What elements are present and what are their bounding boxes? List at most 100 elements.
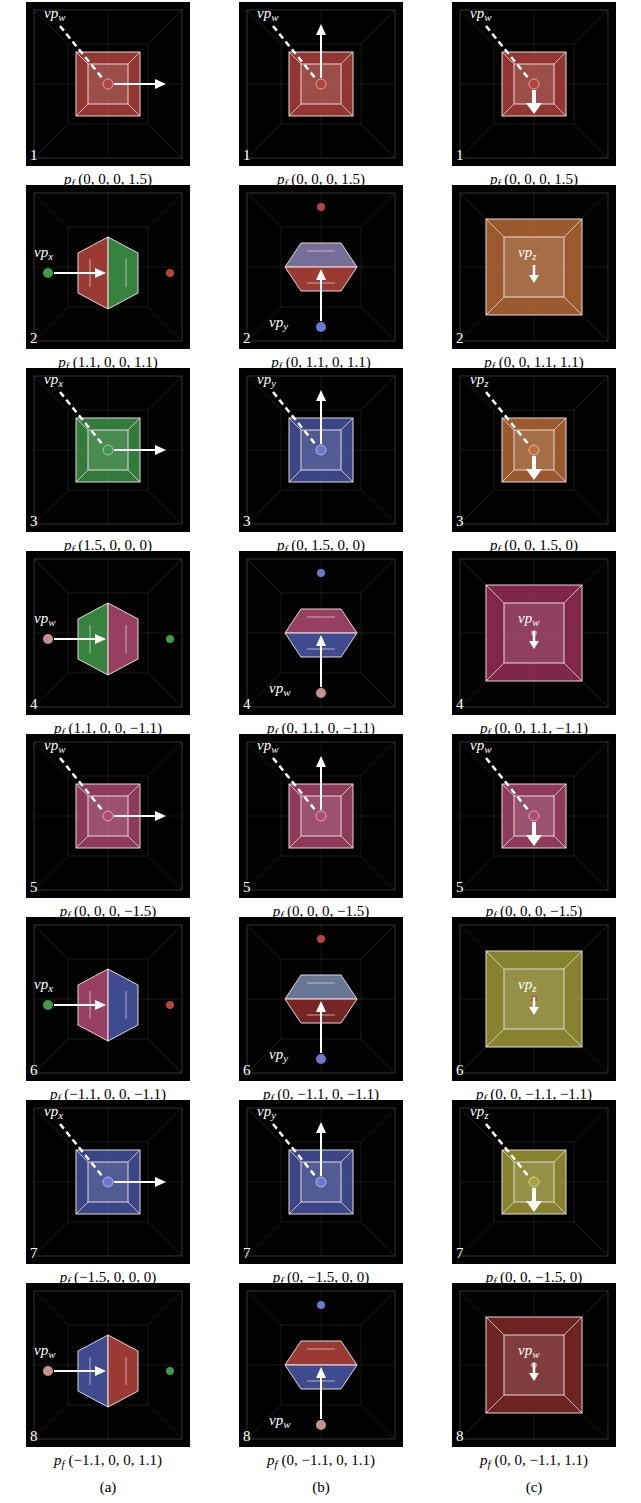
tesseract-render bbox=[452, 917, 616, 1081]
panel-number: 5 bbox=[30, 878, 38, 896]
vanishing-point-label: vpw bbox=[518, 1341, 540, 1363]
render-panel: vpw1pf (0, 0, 0, 1.5) bbox=[239, 2, 403, 166]
render-panel: vpw1pf (0, 0, 0, 1.5) bbox=[26, 2, 190, 166]
panel-caption: pf (1.1, 0, 0, 1.1) bbox=[0, 353, 230, 375]
render-panel: vpw5pf (0, 0, 0, −1.5) bbox=[239, 734, 403, 898]
vanishing-point-label: vpw bbox=[470, 4, 492, 26]
render-panel: vpx7pf (−1.5, 0, 0, 0) bbox=[26, 1100, 190, 1264]
column-label: (a) bbox=[26, 1479, 190, 1496]
panel-number: 6 bbox=[30, 1061, 38, 1079]
tesseract-render bbox=[26, 185, 190, 349]
render-panel: vpw5pf (0, 0, 0, −1.5) bbox=[26, 734, 190, 898]
vanishing-point-label: vpw bbox=[269, 679, 291, 701]
tesseract-render bbox=[26, 1100, 190, 1264]
tesseract-render bbox=[452, 734, 616, 898]
panel-number: 8 bbox=[30, 1427, 38, 1445]
panel-number: 4 bbox=[30, 695, 38, 713]
panel-number: 3 bbox=[30, 512, 38, 530]
panel-caption: pf (0, 0, 0, 1.5) bbox=[0, 170, 230, 192]
panel-number: 8 bbox=[456, 1427, 464, 1445]
vanishing-point-label: vpz bbox=[470, 370, 488, 392]
render-panel: vpx6pf (−1.1, 0, 0, −1.1) bbox=[26, 917, 190, 1081]
vanishing-point-label: vpw bbox=[257, 736, 279, 758]
render-panel: vpw8pf (0, −1.1, 0, 1.1) bbox=[239, 1283, 403, 1447]
panel-caption: pf (−1.5, 0, 0, 0) bbox=[0, 1268, 230, 1290]
vanishing-point-label: vpy bbox=[257, 1102, 276, 1124]
tesseract-render bbox=[26, 368, 190, 532]
render-panel: vpz3pf (0, 0, 1.5, 0) bbox=[452, 368, 616, 532]
panel-number: 2 bbox=[30, 329, 38, 347]
render-panel: vpw4pf (0, 0, 1.1, −1.1) bbox=[452, 551, 616, 715]
render-panel: vpx2pf (1.1, 0, 0, 1.1) bbox=[26, 185, 190, 349]
tesseract-render bbox=[452, 2, 616, 166]
render-panel: vpy7pf (0, −1.5, 0, 0) bbox=[239, 1100, 403, 1264]
panel-caption: pf (0, −1.1, 0, 1.1) bbox=[199, 1451, 443, 1473]
panel-number: 1 bbox=[30, 146, 38, 164]
vanishing-point-label: vpz bbox=[470, 1102, 488, 1124]
tesseract-render bbox=[452, 1283, 616, 1447]
vanishing-point-label: vpx bbox=[34, 243, 53, 265]
render-panel: vpy2pf (0, 1.1, 0, 1.1) bbox=[239, 185, 403, 349]
panel-number: 8 bbox=[243, 1427, 251, 1445]
panel-caption: pf (0, 0, 0, 1.5) bbox=[199, 170, 443, 192]
vanishing-point-label: vpw bbox=[44, 736, 66, 758]
panel-caption: pf (0, 0, 0, −1.5) bbox=[412, 902, 641, 924]
panel-number: 6 bbox=[243, 1061, 251, 1079]
tesseract-render bbox=[452, 185, 616, 349]
panel-number: 3 bbox=[243, 512, 251, 530]
panel-caption: pf (−1.1, 0, 0, −1.1) bbox=[0, 1085, 230, 1107]
tesseract-render bbox=[239, 2, 403, 166]
panel-number: 3 bbox=[456, 512, 464, 530]
tesseract-render bbox=[26, 917, 190, 1081]
tesseract-render bbox=[452, 1100, 616, 1264]
panel-number: 2 bbox=[456, 329, 464, 347]
panel-number: 1 bbox=[243, 146, 251, 164]
panel-caption: pf (1.1, 0, 0, −1.1) bbox=[0, 719, 230, 741]
render-panel: vpz2pf (0, 0, 1.1, 1.1) bbox=[452, 185, 616, 349]
tesseract-render bbox=[239, 1100, 403, 1264]
panel-number: 7 bbox=[243, 1244, 251, 1262]
column-label: (c) bbox=[452, 1479, 616, 1496]
panel-number: 7 bbox=[30, 1244, 38, 1262]
panel-caption: pf (0, 0, −1.1, −1.1) bbox=[412, 1085, 641, 1107]
panel-number: 2 bbox=[243, 329, 251, 347]
tesseract-render bbox=[26, 734, 190, 898]
vanishing-point-label: vpw bbox=[470, 736, 492, 758]
panel-caption: pf (0, 0, 0, −1.5) bbox=[199, 902, 443, 924]
panel-caption: pf (0, 0, −1.5, 0) bbox=[412, 1268, 641, 1290]
panel-caption: pf (0, 1.5, 0, 0) bbox=[199, 536, 443, 558]
tesseract-render bbox=[452, 551, 616, 715]
vanishing-point-label: vpx bbox=[44, 370, 63, 392]
panel-number: 4 bbox=[456, 695, 464, 713]
panel-caption: pf (0, 0, 0, 1.5) bbox=[412, 170, 641, 192]
vanishing-point-label: vpw bbox=[44, 4, 66, 26]
tesseract-render bbox=[239, 917, 403, 1081]
vanishing-point-label: vpw bbox=[34, 609, 56, 631]
panel-caption: pf (−1.1, 0, 0, 1.1) bbox=[0, 1451, 230, 1473]
tesseract-render bbox=[26, 551, 190, 715]
panel-caption: pf (1.5, 0, 0, 0) bbox=[0, 536, 230, 558]
tesseract-render bbox=[239, 734, 403, 898]
render-panel: vpy3pf (0, 1.5, 0, 0) bbox=[239, 368, 403, 532]
column-label: (b) bbox=[239, 1479, 403, 1496]
panel-caption: pf (0, 0, −1.1, 1.1) bbox=[412, 1451, 641, 1473]
vanishing-point-label: vpz bbox=[518, 243, 536, 265]
tesseract-render bbox=[239, 1283, 403, 1447]
vanishing-point-label: vpx bbox=[34, 975, 53, 997]
render-panel: vpw8pf (0, 0, −1.1, 1.1) bbox=[452, 1283, 616, 1447]
render-panel: vpz7pf (0, 0, −1.5, 0) bbox=[452, 1100, 616, 1264]
render-panel: vpw4pf (1.1, 0, 0, −1.1) bbox=[26, 551, 190, 715]
panel-caption: pf (0, 0, 1.1, −1.1) bbox=[412, 719, 641, 741]
vanishing-point-label: vpy bbox=[257, 370, 276, 392]
render-panel: vpx3pf (1.5, 0, 0, 0) bbox=[26, 368, 190, 532]
tesseract-render bbox=[26, 2, 190, 166]
vanishing-point-label: vpw bbox=[518, 609, 540, 631]
render-panel: vpw1pf (0, 0, 0, 1.5) bbox=[452, 2, 616, 166]
vanishing-point-label: vpz bbox=[518, 975, 536, 997]
render-panel: vpw8pf (−1.1, 0, 0, 1.1) bbox=[26, 1283, 190, 1447]
panel-caption: pf (0, −1.5, 0, 0) bbox=[199, 1268, 443, 1290]
vanishing-point-label: vpw bbox=[34, 1341, 56, 1363]
tesseract-render bbox=[239, 368, 403, 532]
tesseract-render bbox=[26, 1283, 190, 1447]
